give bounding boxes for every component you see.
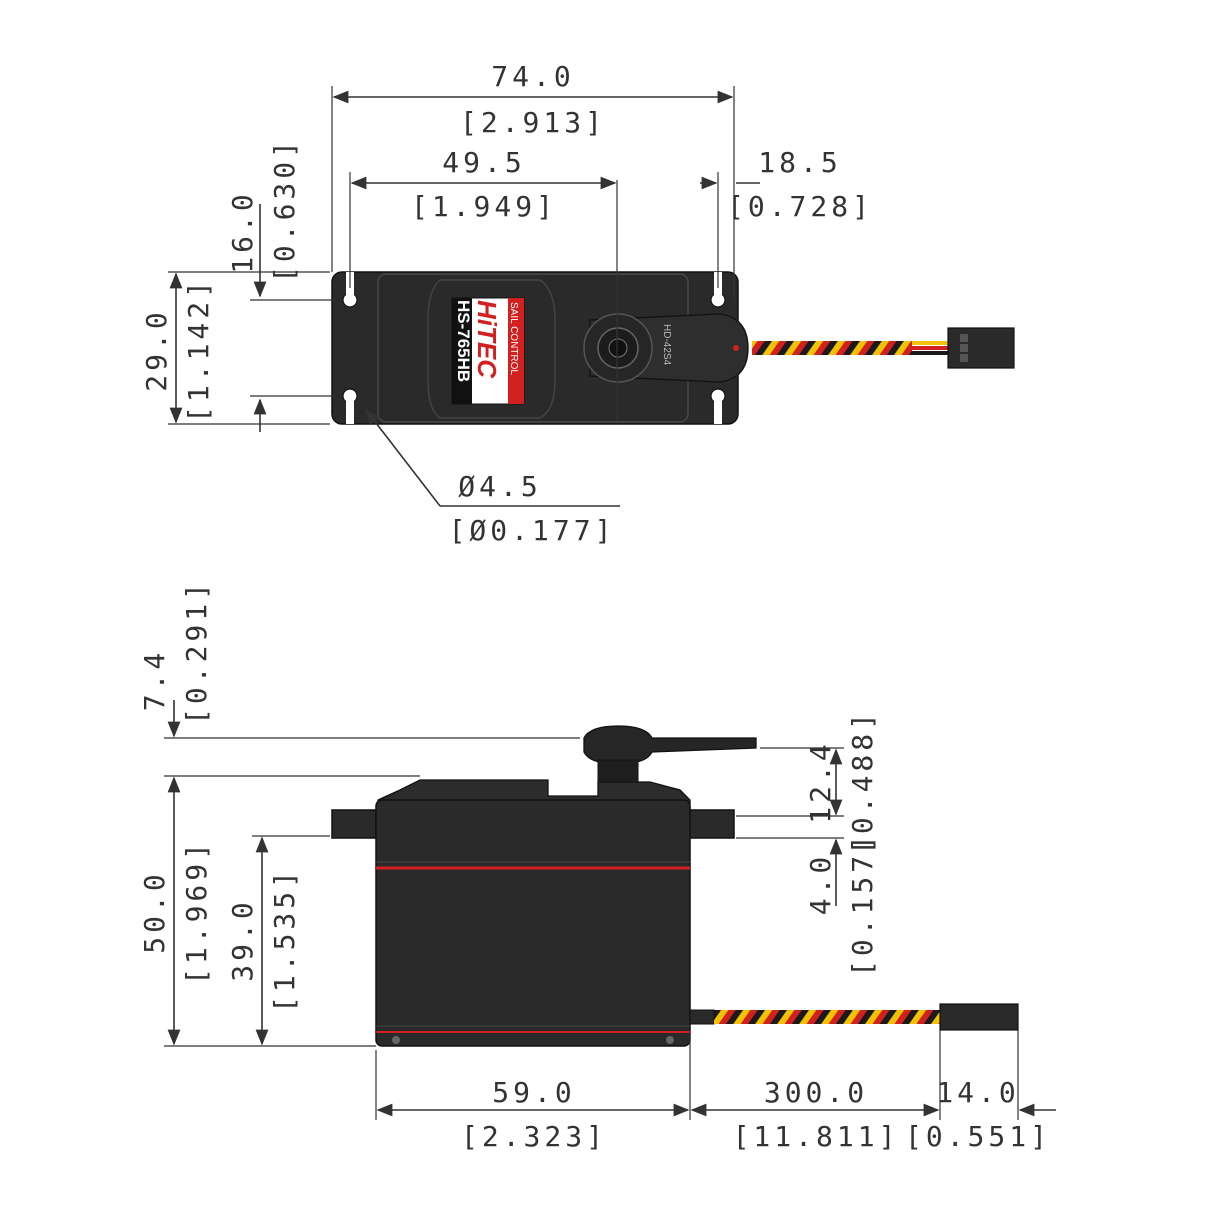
- dim-body-height-mm: 39.0: [226, 898, 259, 981]
- dim-shaft-to-flange: 12.4 [0.488] 4.0 [0.157]: [736, 709, 879, 977]
- dim-mount-to-shaft-inch: [1.949]: [411, 190, 557, 223]
- horn-label: HD-42S4: [661, 324, 672, 366]
- dim-hole-spacing: 16.0 [0.630]: [226, 137, 336, 432]
- dim-body-length-mm: 59.0: [492, 1076, 575, 1109]
- dim-overall-height-inch: [1.969]: [180, 839, 213, 985]
- dim-overall-length-mm: 74.0: [491, 60, 574, 93]
- dim-connector-length-inch: [0.551]: [905, 1120, 1051, 1153]
- dim-flange-thickness-mm: 4.0: [804, 853, 837, 916]
- dim-shaft-to-flange-inch: [0.488]: [846, 709, 879, 855]
- dim-body-height-inch: [1.535]: [268, 867, 301, 1013]
- dim-overall-length: 74.0 [2.913]: [331, 60, 735, 300]
- mounting-hole: [710, 388, 726, 424]
- label-brand: HiTEC: [472, 300, 502, 379]
- dim-flange-thickness-inch: [0.157]: [846, 831, 879, 977]
- mounting-hole: [342, 388, 358, 424]
- dim-wire-length-inch: [11.811]: [733, 1120, 900, 1153]
- dim-body-width-mm: 29.0: [140, 308, 173, 391]
- dim-lengths: 59.0 [2.323] 300.0 [11.811] 14.0 [0.551]: [375, 1030, 1056, 1153]
- label-tagline: SAIL CONTROL: [508, 302, 519, 375]
- side-view: 7.4 [0.291] 50.0 [1.969] 39.0 [1.535] 12…: [138, 579, 1056, 1153]
- servo-connector-side: [939, 1003, 1019, 1031]
- dim-body-length-inch: [2.323]: [461, 1120, 607, 1153]
- top-view: HS-765HB HiTEC SAIL CONTROL HD-42S4 74.: [140, 60, 1015, 547]
- servo-top-body: HS-765HB HiTEC SAIL CONTROL HD-42S4: [331, 271, 749, 425]
- dim-shaft-to-flange-mm: 12.4: [804, 740, 837, 823]
- dim-body-width-inch: [1.142]: [182, 277, 215, 423]
- dim-wire-length-mm: 300.0: [764, 1076, 868, 1109]
- dim-overall-length-inch: [2.913]: [460, 106, 606, 139]
- servo-connector-top: [947, 327, 1015, 369]
- dim-horn-height-mm: 7.4: [138, 649, 171, 712]
- dim-body-height: 39.0 [1.535]: [226, 835, 330, 1046]
- dim-shaft-offsets: 49.5 [1.949] 18.5 [0.728]: [349, 146, 873, 420]
- dim-shaft-to-end-mm: 18.5: [758, 146, 841, 179]
- dim-overall-height: 7.4 [0.291] 50.0 [1.969]: [138, 579, 580, 1047]
- dim-hole-diameter-inch: [Ø0.177]: [449, 514, 616, 547]
- dim-connector-length-mm: 14.0: [936, 1076, 1019, 1109]
- dim-horn-height-inch: [0.291]: [180, 579, 213, 725]
- dim-body-width: 29.0 [1.142]: [140, 271, 330, 425]
- dim-shaft-to-end-inch: [0.728]: [727, 190, 873, 223]
- dim-hole-spacing-inch: [0.630]: [268, 137, 301, 283]
- dim-hole-spacing-mm: 16.0: [226, 190, 259, 273]
- servo-side-body: [331, 725, 757, 1047]
- label-model: HS-765HB: [454, 300, 473, 382]
- servo-wire-top: [752, 327, 1015, 369]
- dim-hole-diameter-mm: Ø4.5: [458, 470, 541, 503]
- dim-mount-to-shaft-mm: 49.5: [442, 146, 525, 179]
- dim-overall-height-mm: 50.0: [138, 870, 171, 953]
- servo-wire-side: [689, 1003, 1019, 1031]
- dim-hole-diameter: Ø4.5 [Ø0.177]: [365, 408, 620, 547]
